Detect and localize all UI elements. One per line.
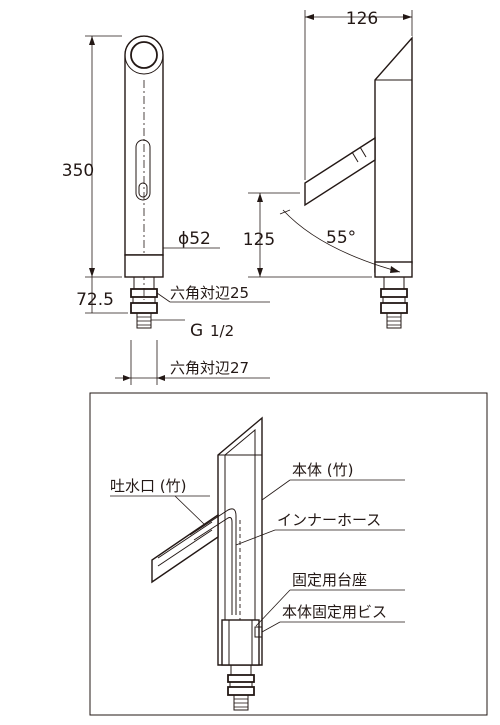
- sensor-window: [135, 139, 151, 201]
- dim-350-label: 350: [62, 161, 94, 181]
- dim-angle-label: 55°: [326, 228, 356, 248]
- label-body: 本体 (竹): [292, 461, 353, 479]
- dim-thread-g: G: [190, 321, 203, 341]
- front-thread: [136, 312, 152, 329]
- label-inner-hose: インナーホース: [277, 511, 381, 529]
- front-spout-outer: [124, 35, 164, 75]
- sensor-lens: [138, 182, 148, 198]
- front-base-block: [124, 254, 164, 278]
- section-body-inner: [224, 428, 256, 620]
- section-inner-hose: [189, 508, 237, 615]
- side-body: [374, 36, 413, 273]
- dim-126-label: 126: [346, 9, 378, 29]
- label-spout: 吐水口 (竹): [110, 477, 186, 495]
- dim-diameter-label: ϕ52: [178, 229, 211, 249]
- front-spout-opening: [130, 41, 158, 69]
- side-spout: [304, 136, 376, 207]
- dim-hex25-label: 六角対辺25: [170, 284, 249, 302]
- section-frame: [89, 392, 488, 716]
- section-mount-base: [221, 619, 260, 666]
- dim-thread-half: 1/2: [210, 322, 234, 340]
- side-hex-nut: [380, 288, 408, 298]
- section-view: 吐水口 (竹) 本体 (竹) インナーホース 固定用台座 本体固定用ビス: [89, 392, 488, 716]
- front-hex-nut-27: [130, 302, 158, 314]
- dim-72-label: 72.5: [76, 290, 114, 310]
- dim-hex27-label: 六角対辺27: [170, 359, 249, 377]
- side-shank: [383, 276, 405, 290]
- label-mount-base: 固定用台座: [292, 571, 367, 589]
- side-view: 126 125 55°: [243, 9, 413, 329]
- dim-125-label: 125: [243, 230, 275, 250]
- front-view: 350 72.5 ϕ52 六角対辺25 G 1/2 六角対辺27: [62, 35, 270, 385]
- label-mount-screw: 本体固定用ビス: [282, 603, 387, 621]
- dim-angle-arc: [282, 209, 401, 273]
- side-thread: [386, 312, 402, 329]
